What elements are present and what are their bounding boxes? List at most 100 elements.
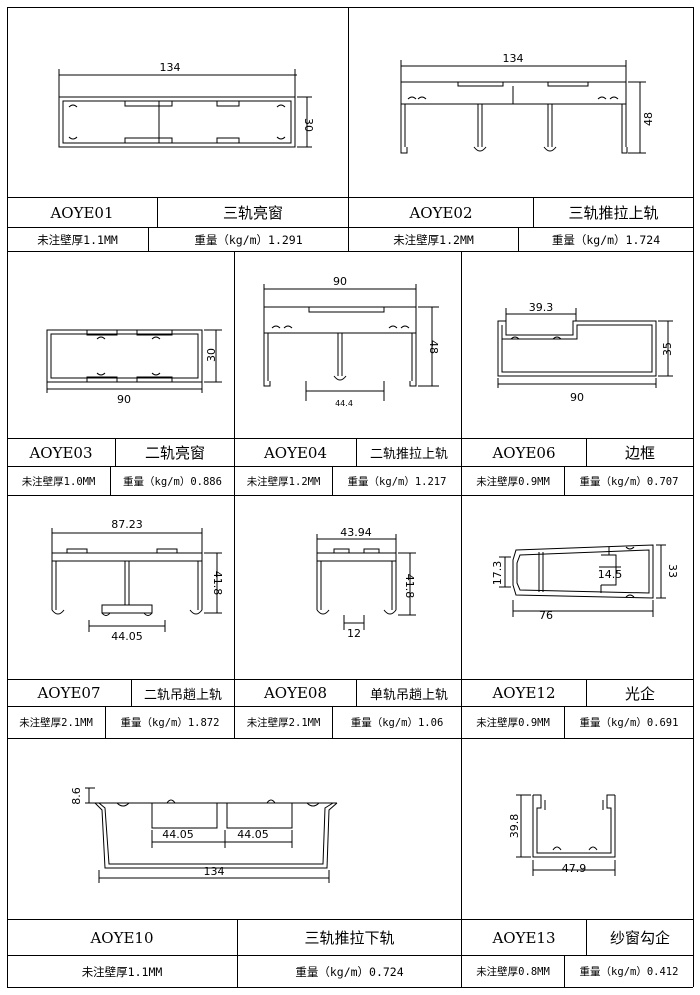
profile-drawing-aoye03: 90 30	[46, 329, 222, 406]
profile-name: 二轨亮窗	[115, 438, 234, 466]
unit-weight: 重量（kg/m）0.886	[110, 466, 234, 495]
col-divider-row1	[348, 7, 349, 251]
profile-code: AOYE10	[7, 919, 237, 955]
dim-14-5: 14.5	[598, 568, 623, 581]
dim-39-3: 39.3	[529, 301, 554, 314]
profile-name: 纱窗勾企	[586, 919, 693, 955]
unit-weight: 重量（kg/m）1.724	[518, 227, 693, 251]
dim-43-94: 43.94	[340, 526, 372, 539]
unit-weight: 重量（kg/m）1.872	[105, 706, 234, 738]
dim-76: 76	[539, 609, 553, 622]
row-divider-3	[7, 738, 693, 739]
col-divider-row4	[461, 738, 462, 987]
profile-name: 单轨吊趟上轨	[356, 679, 461, 706]
dim-12: 12	[347, 627, 361, 640]
dim-134: 134	[503, 52, 524, 65]
profile-code: AOYE07	[7, 679, 131, 706]
unit-weight: 重量（kg/m）1.06	[332, 706, 461, 738]
dim-33: 33	[666, 564, 679, 578]
wall-thickness: 未注壁厚0.8MM	[461, 955, 564, 987]
dim-90: 90	[117, 393, 131, 406]
row-divider-1	[7, 251, 693, 252]
profile-card-aoye02: 134 48 AOYE02 三轨推拉上轨 未注壁厚1.2MM 重量（kg/m）1…	[348, 7, 693, 251]
profile-code: AOYE02	[348, 197, 533, 227]
profile-card-aoye03: 90 30 AOYE03 二轨亮窗 未注壁厚1.0MM 重量（kg/m）0.88…	[7, 251, 234, 495]
unit-weight: 重量（kg/m）0.707	[564, 466, 693, 495]
dim-44-05-left: 44.05	[162, 828, 194, 841]
profile-drawing-aoye06: 39.3 35 90	[497, 301, 674, 404]
profile-drawing-aoye04: 90 48 44.4	[263, 275, 440, 408]
frame-left	[7, 7, 8, 987]
unit-weight: 重量（kg/m）1.217	[332, 466, 461, 495]
profile-name: 边框	[586, 438, 693, 466]
profile-drawing-aoye02: 134 48	[400, 52, 655, 154]
dim-44-4: 44.4	[335, 399, 353, 408]
wall-thickness: 未注壁厚1.1MM	[7, 227, 148, 251]
profile-name: 三轨亮窗	[157, 197, 348, 227]
profile-card-aoye13: 39.8 47.9 AOYE13 纱窗勾企 未注壁厚0.8MM 重量（kg/m）…	[461, 738, 693, 987]
col-divider-b-row2	[461, 251, 462, 495]
profile-card-aoye10: 8.6 44.05 44.05 134 AOYE10 三轨推拉下轨 未注壁厚1.…	[7, 738, 461, 987]
wall-thickness: 未注壁厚2.1MM	[7, 706, 105, 738]
col-divider-a-row2	[234, 251, 235, 495]
wall-thickness: 未注壁厚1.2MM	[234, 466, 332, 495]
profile-code: AOYE03	[7, 438, 115, 466]
profile-code: AOYE06	[461, 438, 586, 466]
profile-drawing-aoye10: 8.6 44.05 44.05 134	[70, 787, 338, 883]
profile-code: AOYE01	[7, 197, 157, 227]
profile-drawing-aoye01: 134 30	[58, 61, 315, 148]
col-divider-b-row3	[461, 495, 462, 738]
dim-39-8: 39.8	[508, 814, 521, 839]
wall-thickness: 未注壁厚1.2MM	[348, 227, 518, 251]
profile-name: 三轨推拉上轨	[533, 197, 693, 227]
wall-thickness: 未注壁厚1.0MM	[7, 466, 110, 495]
dim-17-3: 17.3	[491, 561, 504, 586]
profile-drawing-aoye12: 17.3 14.5 33 76	[491, 544, 679, 622]
profile-code: AOYE04	[234, 438, 356, 466]
profile-drawing-aoye13: 39.8 47.9	[508, 794, 616, 876]
dim-35: 35	[661, 342, 674, 356]
unit-weight: 重量（kg/m）0.691	[564, 706, 693, 738]
dim-90: 90	[333, 275, 347, 288]
wall-thickness: 未注壁厚0.9MM	[461, 466, 564, 495]
wall-thickness: 未注壁厚0.9MM	[461, 706, 564, 738]
profile-drawing-aoye07: 87.23 41.8 44.05	[51, 518, 224, 643]
profile-name: 光企	[586, 679, 693, 706]
unit-weight: 重量（kg/m）0.412	[564, 955, 693, 987]
dim-30: 30	[205, 348, 218, 362]
profile-code: AOYE13	[461, 919, 586, 955]
profile-card-aoye06: 39.3 35 90 AOYE06 边框 未注壁厚0.9MM 重量（kg/m）0…	[461, 251, 693, 495]
dim-90: 90	[570, 391, 584, 404]
dim-87-23: 87.23	[111, 518, 143, 531]
profile-card-aoye04: 90 48 44.4 AOYE04 二轨推拉上轨 未注壁厚1.2MM 重量（kg…	[234, 251, 461, 495]
frame-bottom	[7, 987, 693, 988]
wall-thickness: 未注壁厚2.1MM	[234, 706, 332, 738]
profile-code: AOYE12	[461, 679, 586, 706]
dim-44-05: 44.05	[111, 630, 143, 643]
profile-name: 三轨推拉下轨	[237, 919, 461, 955]
row-divider-2	[7, 495, 693, 496]
dim-48: 48	[427, 340, 440, 354]
profile-card-aoye12: 17.3 14.5 33 76 AOYE12 光企 未注壁厚0.9MM 重量（k…	[461, 495, 693, 738]
dim-44-05-right: 44.05	[237, 828, 269, 841]
frame-right	[693, 7, 694, 987]
profile-drawing-aoye08: 43.94 41.8 12	[316, 526, 416, 640]
profile-card-aoye08: 43.94 41.8 12 AOYE08 单轨吊趟上轨 未注壁厚2.1MM 重量…	[234, 495, 461, 738]
profile-name: 二轨吊趟上轨	[131, 679, 234, 706]
dim-8-6: 8.6	[70, 787, 83, 805]
wall-thickness: 未注壁厚1.1MM	[7, 955, 237, 987]
dim-41-8: 41.8	[403, 574, 416, 599]
profile-code: AOYE08	[234, 679, 356, 706]
dim-41-8: 41.8	[211, 571, 224, 596]
profile-card-aoye01: 134 30 AOYE01 三轨亮窗 未注壁厚1.1MM 重量（kg/m）1.2…	[7, 7, 348, 251]
dim-30: 30	[302, 118, 315, 132]
profile-name: 二轨推拉上轨	[356, 438, 461, 466]
unit-weight: 重量（kg/m）0.724	[237, 955, 461, 987]
dim-134: 134	[160, 61, 181, 74]
unit-weight: 重量（kg/m）1.291	[148, 227, 348, 251]
dim-48: 48	[642, 112, 655, 126]
col-divider-a-row3	[234, 495, 235, 738]
profile-card-aoye07: 87.23 41.8 44.05 AOYE07 二轨吊趟上轨 未注壁厚2.1MM…	[7, 495, 234, 738]
frame-top	[7, 7, 693, 8]
